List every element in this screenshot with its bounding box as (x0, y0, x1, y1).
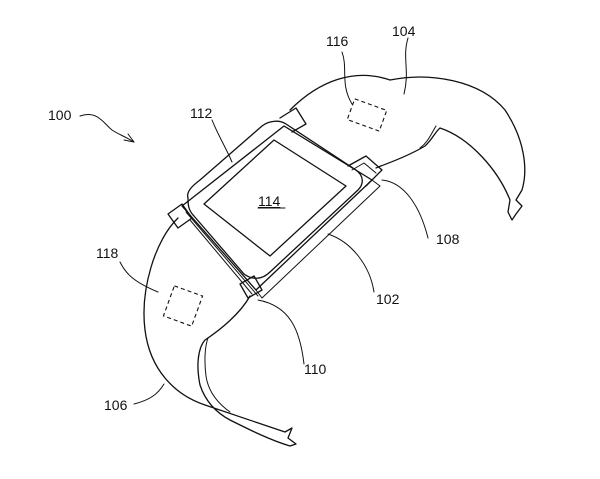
label-sensor-right: 116 (326, 33, 349, 49)
leader-112 (211, 119, 233, 163)
leader-108 (381, 179, 429, 239)
leader-106 (133, 383, 165, 405)
label-sensor-left: 118 (96, 245, 119, 261)
sensor-right (346, 98, 388, 132)
leader-118 (119, 261, 159, 293)
display (203, 139, 347, 257)
device-body (181, 125, 381, 299)
connector-left (239, 275, 263, 299)
label-body: 102 (376, 291, 400, 307)
leader-100-arrow (123, 133, 135, 143)
leader-100 (79, 114, 135, 143)
connector-top (279, 107, 307, 133)
label-connector-left: 110 (304, 361, 327, 377)
connector-right (347, 155, 383, 187)
label-device: 100 (48, 107, 72, 123)
label-housing: 112 (190, 105, 213, 121)
label-band-right: 104 (392, 23, 416, 39)
leader-110 (257, 299, 305, 365)
label-connector-right: 108 (436, 231, 460, 247)
band-right (289, 74, 526, 221)
leader-116 (341, 51, 353, 105)
label-display: 114 (258, 193, 281, 209)
label-band-left: 106 (104, 397, 128, 413)
leader-102 (327, 233, 375, 293)
leader-104 (403, 37, 409, 95)
band-left (143, 217, 297, 447)
housing (186, 120, 363, 279)
sensor-left (162, 285, 204, 327)
